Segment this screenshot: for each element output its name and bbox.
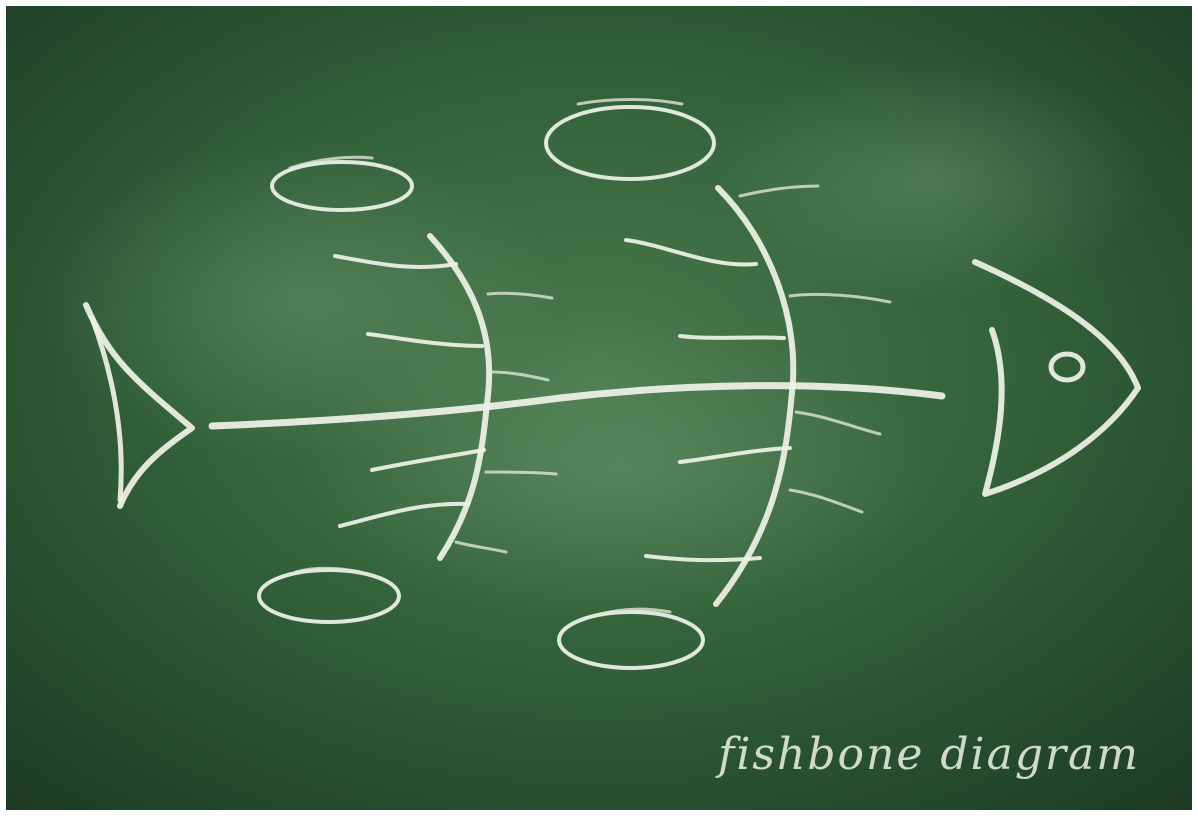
diagram-caption: fishbone diagram	[718, 729, 1140, 780]
chalk-smudge	[300, 320, 940, 620]
chalk-smudge	[710, 60, 1150, 300]
right-sub-bone	[680, 336, 784, 338]
